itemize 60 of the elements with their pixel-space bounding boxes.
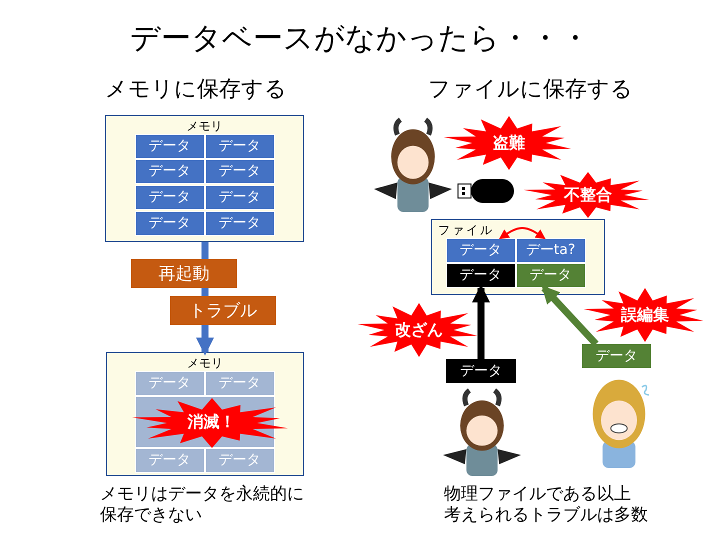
caption-text: メモリはデータを永続的に保存できない <box>100 484 305 526</box>
panel-title: メモリ <box>186 355 224 372</box>
data-cell <box>134 158 204 184</box>
data-label: データ <box>218 451 260 469</box>
storage-panel <box>106 352 304 476</box>
storage-panel <box>431 219 605 295</box>
section-heading: メモリに保存する <box>105 76 288 104</box>
data-label: データ <box>218 188 260 206</box>
burst-label: 不整合 <box>564 184 612 206</box>
data-label: データ <box>148 188 190 206</box>
data-cell <box>204 210 274 236</box>
data-cell <box>204 370 274 396</box>
burst-label: 消滅！ <box>188 412 236 433</box>
burst-label: 改ざん <box>395 320 443 340</box>
data-cell <box>204 158 274 184</box>
data-label: データ <box>148 374 190 392</box>
data-label: データ <box>218 162 260 180</box>
process-box <box>170 296 276 325</box>
data-box <box>446 262 516 288</box>
data-cell <box>204 448 274 472</box>
process-box <box>131 259 237 288</box>
arrow <box>196 325 214 356</box>
data-cell <box>204 184 274 210</box>
section-heading: ファイルに保存する <box>428 76 634 104</box>
title: データベースがなかったら・・・ <box>129 20 591 58</box>
storage-panel <box>105 115 304 242</box>
data-cell <box>446 238 516 262</box>
data-cell <box>516 238 586 262</box>
data-label: データ <box>218 214 260 232</box>
arrow <box>498 227 546 240</box>
data-label: データ <box>148 162 190 180</box>
arrow <box>541 285 599 346</box>
data-cell <box>134 448 204 472</box>
data-box <box>516 262 586 288</box>
data-cell <box>204 134 274 158</box>
arrow <box>472 284 490 359</box>
burst-label: 誤編集 <box>621 304 669 326</box>
data-label: データ <box>460 241 502 259</box>
data-label: データ <box>148 214 190 232</box>
data-label: データ <box>596 347 638 365</box>
burst-label: 盗難 <box>493 132 525 154</box>
data-label: データ <box>460 266 502 284</box>
data-cell <box>134 370 204 396</box>
data-box <box>582 344 651 368</box>
data-label: データ <box>218 137 260 155</box>
data-label: データ <box>148 451 190 469</box>
data-label: データ <box>148 137 190 155</box>
data-label: トラブル <box>189 300 257 322</box>
data-label: データ <box>530 266 572 284</box>
panel-title: メモリ <box>186 118 224 135</box>
data-label: 再起動 <box>158 263 210 285</box>
data-cell <box>134 184 204 210</box>
data-label: デーta? <box>526 241 576 259</box>
data-label: データ <box>218 374 260 392</box>
caption-text: 物理ファイルである以上考えられるトラブルは多数 <box>444 484 649 526</box>
data-cell <box>134 210 204 236</box>
data-cell <box>134 134 204 158</box>
data-box <box>446 359 516 383</box>
panel-title: ファイル <box>438 222 494 239</box>
data-label: データ <box>460 362 502 380</box>
